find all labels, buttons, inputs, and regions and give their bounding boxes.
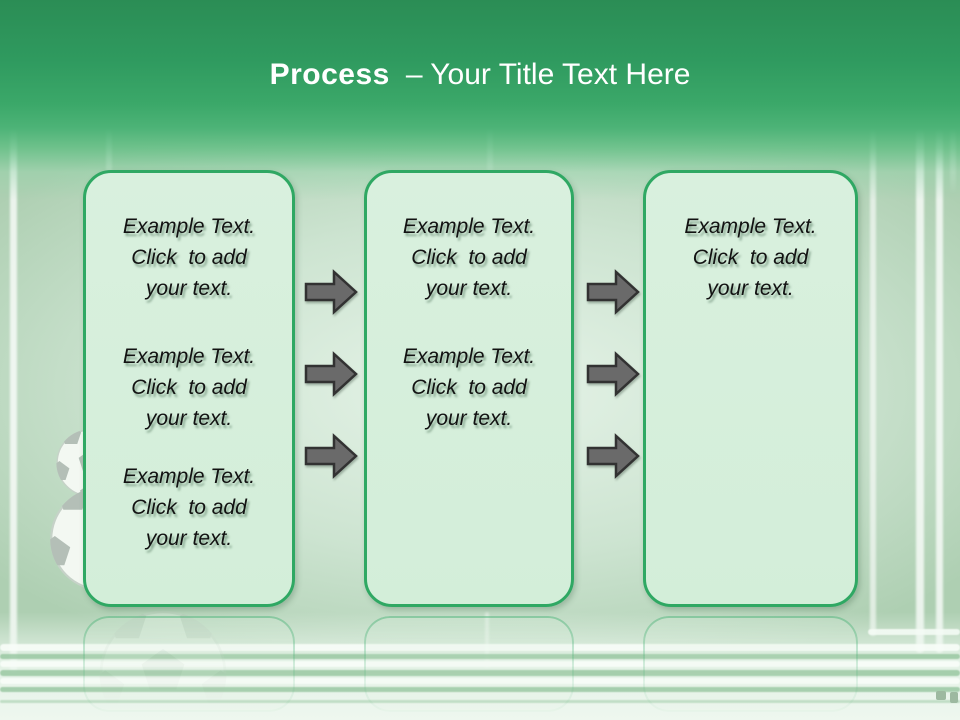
text-line: your text. bbox=[707, 277, 794, 300]
right-arrow-icon bbox=[586, 351, 640, 397]
sketch-line bbox=[0, 687, 960, 692]
text-line: Click to add bbox=[692, 246, 809, 269]
box-3-reflection bbox=[643, 616, 858, 712]
right-arrow-icon bbox=[304, 269, 358, 315]
process-box-1[interactable]: Example Text. Click to add your text. Ex… bbox=[83, 170, 295, 607]
process-box-3[interactable]: Example Text. Click to add your text. bbox=[643, 170, 858, 607]
right-arrow-icon bbox=[304, 433, 358, 479]
text-placeholder[interactable]: Example Text. Click to add your text. bbox=[367, 211, 571, 304]
sketch-mark bbox=[950, 692, 958, 703]
text-line: Click to add bbox=[131, 246, 247, 269]
text-placeholder[interactable]: Example Text. Click to add your text. bbox=[646, 211, 855, 304]
text-line: Example Text. bbox=[122, 215, 256, 238]
process-box-2[interactable]: Example Text. Click to add your text. Ex… bbox=[364, 170, 574, 607]
text-line: your text. bbox=[145, 407, 233, 430]
text-line: Example Text. bbox=[122, 345, 256, 368]
right-arrow-icon bbox=[586, 433, 640, 479]
field-line-right bbox=[936, 128, 943, 653]
text-placeholder[interactable]: Example Text. Click to add your text. bbox=[86, 461, 292, 554]
box-2-reflection bbox=[364, 616, 574, 712]
right-arrow-icon bbox=[586, 269, 640, 315]
sketch-line bbox=[0, 661, 960, 667]
text-placeholder[interactable]: Example Text. Click to add your text. bbox=[367, 341, 571, 434]
sketch-line bbox=[0, 678, 960, 684]
sketch-line bbox=[0, 670, 960, 676]
title-keyword: Process bbox=[269, 58, 390, 91]
title-subtitle: – Your Title Text Here bbox=[405, 58, 691, 91]
text-line: your text. bbox=[145, 277, 233, 300]
text-line: your text. bbox=[145, 527, 233, 550]
text-line: Click to add bbox=[131, 496, 247, 519]
field-line-left bbox=[10, 128, 17, 673]
text-line: Example Text. bbox=[402, 215, 536, 238]
soccer-ball-reflection bbox=[97, 608, 229, 720]
text-placeholder[interactable]: Example Text. Click to add your text. bbox=[86, 341, 292, 434]
text-line: Example Text. bbox=[122, 465, 256, 488]
field-line-right bbox=[870, 126, 876, 636]
sketch-line bbox=[0, 644, 960, 651]
text-placeholder[interactable]: Example Text. Click to add your text. bbox=[86, 211, 292, 304]
arrow-group-2 bbox=[586, 269, 640, 479]
slide-title[interactable]: Process – Your Title Text Here bbox=[0, 52, 960, 98]
text-line: Example Text. bbox=[684, 215, 817, 238]
text-line: Example Text. bbox=[402, 345, 536, 368]
header-band: Process – Your Title Text Here bbox=[0, 0, 960, 200]
text-line: your text. bbox=[425, 407, 513, 430]
text-line: Click to add bbox=[131, 376, 247, 399]
text-line: Click to add bbox=[411, 376, 527, 399]
text-line: Click to add bbox=[411, 246, 527, 269]
right-arrow-icon bbox=[304, 351, 358, 397]
arrow-group-1 bbox=[304, 269, 358, 479]
sketch-line bbox=[0, 654, 960, 659]
field-line-right bbox=[916, 128, 924, 653]
text-line: your text. bbox=[425, 277, 513, 300]
sketch-mark bbox=[936, 691, 946, 700]
sketch-line bbox=[0, 700, 960, 703]
box-1-reflection bbox=[83, 616, 295, 712]
